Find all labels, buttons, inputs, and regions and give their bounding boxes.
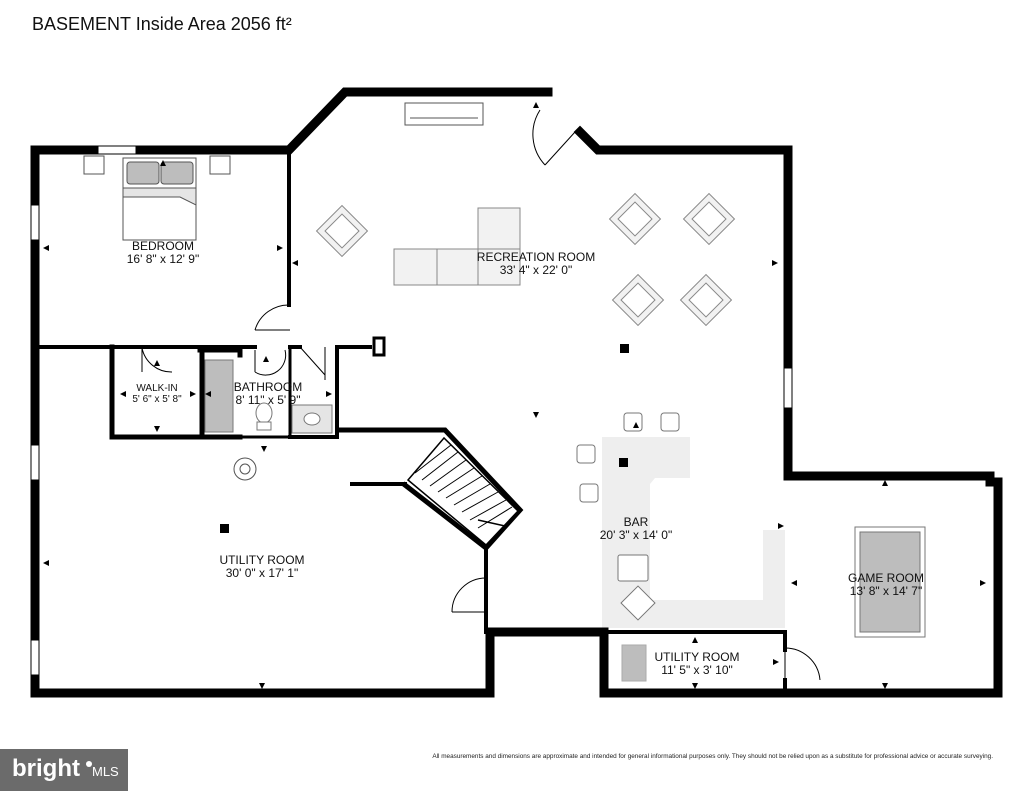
plan-title: BASEMENT Inside Area 2056 ft²: [32, 14, 292, 34]
sofa: [393, 207, 521, 286]
room-dimensions: 33' 4" x 22' 0": [499, 263, 573, 277]
room-name: WALK-IN: [136, 383, 178, 394]
windows: [30, 145, 793, 676]
room-label-game: GAME ROOM 13' 8" x 14' 7": [848, 572, 924, 598]
tv: [404, 102, 484, 126]
pool-table: [854, 526, 926, 638]
brand-word: bright: [12, 755, 80, 782]
room-label-utility: UTILITY ROOM 30' 0" x 17' 1": [219, 554, 304, 580]
staircase: [406, 436, 520, 547]
room-name: UTILITY ROOM: [219, 553, 305, 567]
room-label-bathroom: BATHROOM 8' 11" x 5' 9": [234, 381, 302, 407]
room-name: UTILITY ROOM: [654, 650, 740, 664]
room-label-walkin: WALK-IN 5' 6" x 5' 8": [132, 383, 181, 405]
dimension-arrows: [43, 102, 986, 689]
room-dimensions: 8' 11" x 5' 9": [235, 393, 301, 407]
room-dimensions: 20' 3" x 14' 0": [599, 528, 673, 542]
room-name: BATHROOM: [233, 380, 303, 394]
bar-stools: [576, 412, 680, 621]
bathroom-fixtures: [204, 359, 333, 434]
room-name: BAR: [623, 515, 649, 529]
brand-logo: bright MLS: [0, 749, 128, 791]
room-dimensions: 11' 5" x 3' 10": [661, 663, 733, 677]
room-name: BEDROOM: [131, 239, 195, 253]
room-dimensions: 13' 8" x 14' 7": [849, 584, 923, 598]
doors: [141, 109, 821, 681]
utility-fixtures: [233, 457, 647, 682]
post: [372, 336, 386, 357]
brand-suffix: MLS: [92, 764, 119, 779]
room-dimensions: 5' 6" x 5' 8": [132, 394, 182, 405]
room-name: RECREATION ROOM: [476, 250, 596, 264]
armchairs: [315, 192, 736, 327]
bed: [83, 155, 231, 241]
room-dimensions: 30' 0" x 17' 1": [225, 566, 299, 580]
room-name: GAME ROOM: [847, 571, 925, 585]
markers: [220, 344, 629, 533]
brand-dot-icon: [86, 761, 92, 767]
disclaimer-text: All measurements and dimensions are appr…: [432, 753, 993, 760]
room-label-bedroom: BEDROOM 16' 8" x 12' 9": [127, 240, 199, 266]
room-label-bar: BAR 20' 3" x 14' 0": [600, 516, 672, 542]
room-label-recreation: RECREATION ROOM 33' 4" x 22' 0": [477, 251, 595, 277]
room-label-utility-small: UTILITY ROOM 11' 5" x 3' 10": [654, 651, 739, 677]
room-dimensions: 16' 8" x 12' 9": [126, 252, 200, 266]
walls: [30, 87, 1003, 698]
